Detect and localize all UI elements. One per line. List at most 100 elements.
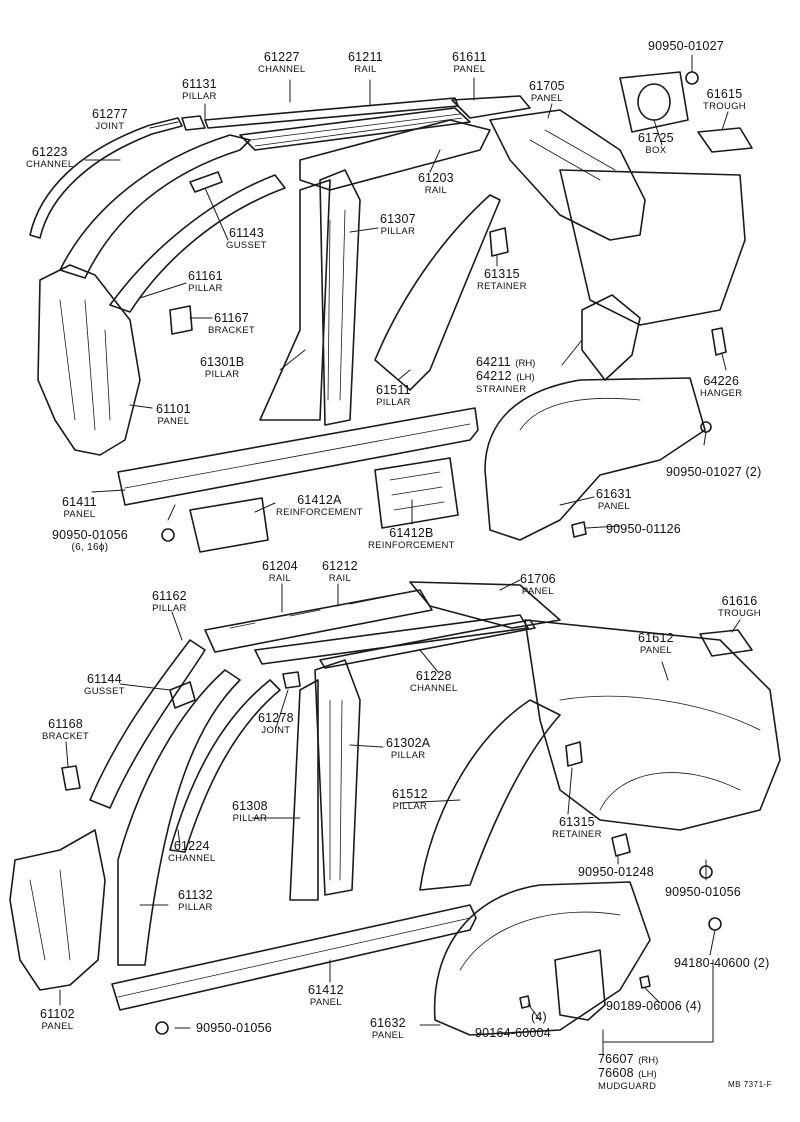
part-name: GUSSET — [226, 239, 267, 251]
part-90950-01027-grommet-2 — [700, 421, 712, 433]
part-name: PANEL — [63, 508, 96, 520]
label-61132: 61132 PILLAR — [178, 889, 213, 912]
part-61223-channel — [29, 117, 183, 239]
label-61228: 61228 CHANNEL — [410, 670, 458, 693]
part-61611-panel — [451, 95, 531, 119]
label-61308: 61308 PILLAR — [232, 800, 268, 823]
part-number: 76608 — [598, 1066, 634, 1080]
part-61308-pillar — [289, 679, 319, 901]
label-61131: 61131 PILLAR — [182, 78, 217, 101]
part-number: 61412 — [308, 983, 344, 997]
part-number: 61616 — [721, 594, 758, 608]
part-number: 61307 — [380, 212, 416, 226]
label-61161: 61161 PILLAR — [188, 270, 223, 293]
part-number: 61511 — [376, 383, 411, 397]
part-number: 90950-01027 — [648, 39, 724, 53]
part-name: CHANNEL — [410, 682, 458, 694]
label-64226: 64226 HANGER — [700, 375, 742, 398]
label-61412: 61412 PANEL — [308, 984, 344, 1007]
part-name: GUSSET — [84, 685, 125, 697]
part-61612-panel — [524, 619, 781, 831]
part-number: 61228 — [415, 669, 452, 683]
part-name: PANEL — [453, 63, 486, 75]
part-name: BRACKET — [208, 324, 255, 336]
label-61705: 61705 PANEL — [529, 80, 565, 103]
label-61615: 61615 TROUGH — [703, 88, 746, 111]
label-61631: 61631 PANEL — [596, 488, 632, 511]
part-number: 61167 — [214, 311, 249, 325]
label-61511: 61511 PILLAR — [376, 384, 411, 407]
part-61131-pillar — [59, 134, 251, 279]
part-61412-panel — [111, 904, 477, 1011]
part-number: 61612 — [638, 631, 674, 645]
part-61315-retainer — [489, 227, 509, 257]
part-name: REINFORCEMENT — [276, 506, 363, 518]
part-61132-pillar — [117, 669, 241, 966]
part-number: 61101 — [156, 402, 191, 416]
part-name: REINFORCEMENT — [368, 539, 455, 551]
part-name: JOINT — [95, 120, 125, 132]
part-number: 61224 — [173, 839, 210, 853]
part-61706-panel — [409, 581, 561, 629]
part-90950-01056-nut-c — [155, 1021, 169, 1035]
part-94180-40600-nut — [708, 917, 722, 931]
part-number: 61631 — [596, 487, 632, 501]
label-90950-01248: 90950-01248 — [578, 866, 654, 879]
label-64212: 64212 (LH) STRAINER — [476, 368, 535, 395]
part-name: MUDGUARD — [598, 1081, 657, 1092]
part-61511-pillar — [374, 194, 501, 391]
part-61315-retainer-b — [565, 741, 583, 767]
part-number: 90950-01126 — [606, 522, 681, 536]
part-number: 61725 — [638, 131, 674, 145]
part-61211-rail — [239, 107, 471, 151]
part-name: CHANNEL — [258, 63, 306, 75]
part-number: 61131 — [182, 77, 217, 91]
part-number: 61277 — [92, 107, 128, 121]
part-61512-pillar — [419, 699, 561, 891]
part-number: 94180-40600 (2) — [674, 956, 770, 970]
part-name: PANEL — [530, 92, 563, 104]
bottom-assembly-drawing — [9, 581, 781, 1036]
part-suffix: (RH) — [515, 358, 536, 369]
part-number: 64211 — [476, 355, 511, 369]
part-90950-01126-clip — [571, 521, 587, 538]
part-number: 61203 — [418, 171, 454, 185]
label-90164-60004: 90164-60004 — [475, 1027, 551, 1040]
label-94180-40600: 94180-40600 (2) — [674, 957, 769, 970]
part-name: TROUGH — [703, 100, 746, 112]
part-name: PILLAR — [204, 368, 240, 380]
part-61102-panel — [9, 829, 106, 991]
part-name: PANEL — [597, 500, 630, 512]
part-61101-panel — [37, 264, 141, 456]
part-name: JOINT — [261, 724, 291, 736]
part-61203-rail — [299, 119, 491, 191]
quarter-outer-top — [559, 169, 746, 326]
label-61203: 61203 RAIL — [418, 172, 454, 195]
part-61143-gusset — [189, 171, 223, 193]
part-suffix: (LH) — [638, 1069, 657, 1080]
part-61631-panel — [484, 377, 706, 541]
part-name: PANEL — [521, 585, 554, 597]
part-number: 61223 — [31, 145, 68, 159]
label-61168: 61168 BRACKET — [42, 718, 89, 741]
part-name: RETAINER — [477, 280, 527, 292]
part-name: PILLAR — [232, 812, 268, 824]
part-61277-joint — [181, 115, 206, 131]
part-number: 90189-06006 (4) — [606, 999, 702, 1013]
label-61278: 61278 JOINT — [258, 712, 294, 735]
part-suffix: (LH) — [516, 372, 535, 383]
part-number: 61301B — [200, 355, 245, 369]
part-number: 61162 — [152, 589, 187, 603]
label-90950-01056-c: 90950-01056 — [196, 1022, 272, 1035]
part-number: 90950-01056 — [665, 885, 741, 899]
label-90950-01027: 90950-01027 — [648, 40, 724, 53]
part-name: PILLAR — [392, 800, 428, 812]
part-61616-trough — [699, 629, 753, 657]
label-61315-b: 61315 RETAINER — [552, 816, 602, 839]
part-name: BRACKET — [42, 730, 89, 742]
quantity: (4) — [531, 1010, 547, 1024]
part-name: PILLAR — [376, 396, 411, 408]
label-90950-01056-b: 90950-01056 — [665, 886, 741, 899]
label-61612: 61612 PANEL — [638, 632, 674, 655]
